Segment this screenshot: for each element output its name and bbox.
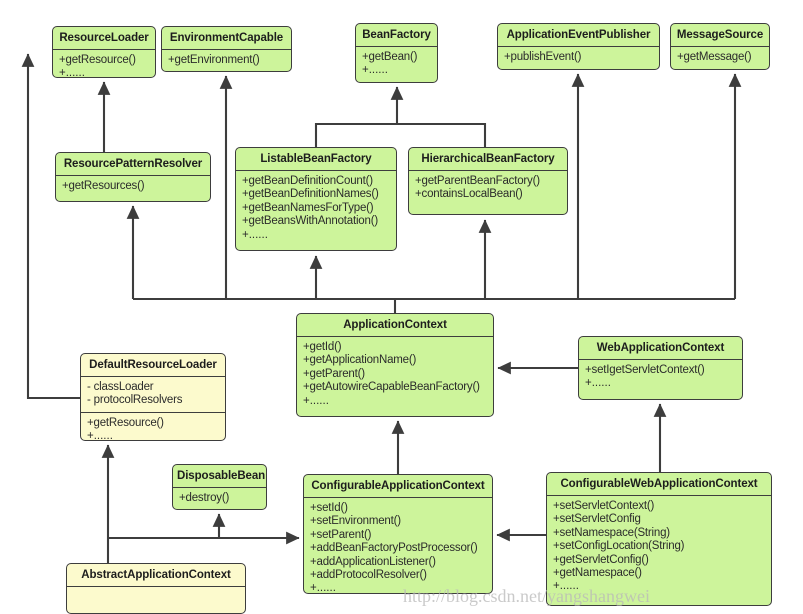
member-line: +getResource() bbox=[59, 54, 136, 66]
class-members bbox=[67, 587, 245, 608]
class-title: HierarchicalBeanFactory bbox=[409, 148, 567, 171]
member-line: +...... bbox=[553, 580, 579, 593]
uml-class-abstractapplicationcontext[interactable]: AbstractApplicationContext bbox=[66, 563, 246, 614]
uml-class-disposablebean[interactable]: DisposableBean +destroy() bbox=[172, 464, 267, 510]
member-line: +containsLocalBean() bbox=[415, 188, 523, 201]
member-line: +getResource() bbox=[87, 416, 164, 429]
member-line: +...... bbox=[242, 228, 268, 241]
class-members: +getResource() +...... bbox=[53, 50, 155, 78]
member-line: +setEnvironment() bbox=[310, 515, 401, 528]
member-line: +getMessage() bbox=[677, 51, 752, 63]
edge-abstractapplicationcontext-to-disposablebean bbox=[108, 513, 226, 540]
member-line: +...... bbox=[87, 430, 113, 441]
class-members: +setServletContext() +setServletConfig +… bbox=[547, 496, 771, 598]
member-line: +getBeanDefinitionCount() bbox=[242, 175, 373, 187]
class-members: +getParentBeanFactory() +containsLocalBe… bbox=[409, 171, 567, 206]
uml-class-hierarchicalbeanfactory[interactable]: HierarchicalBeanFactory +getParentBeanFa… bbox=[408, 147, 568, 215]
uml-class-defaultresourceloader[interactable]: DefaultResourceLoader - classLoader - pr… bbox=[80, 353, 226, 441]
class-title: AbstractApplicationContext bbox=[67, 564, 245, 587]
class-title: ApplicationContext bbox=[297, 314, 493, 337]
member-line: +...... bbox=[362, 64, 388, 77]
class-title: MessageSource bbox=[671, 24, 769, 47]
class-members: +publishEvent() bbox=[498, 47, 659, 68]
class-title: DisposableBean bbox=[173, 465, 266, 488]
member-line: +getId() bbox=[303, 341, 342, 353]
member-line: +setConfigLocation(String) bbox=[553, 540, 685, 553]
uml-class-resourcepatternresolver[interactable]: ResourcePatternResolver +getResources() bbox=[55, 152, 211, 202]
member-line: +getBean() bbox=[362, 51, 418, 63]
class-members: +getResource() +...... bbox=[81, 411, 225, 441]
class-title: DefaultResourceLoader bbox=[81, 354, 225, 377]
class-title: ConfigurableWebApplicationContext bbox=[547, 473, 771, 496]
member-line: +setId() bbox=[310, 502, 348, 514]
member-line: +...... bbox=[303, 394, 329, 407]
member-line: +getAutowireCapableBeanFactory() bbox=[303, 381, 480, 394]
member-line: +addBeanFactoryPostProcessor() bbox=[310, 542, 478, 555]
edge-defaultresourceloader-to-resourceloader bbox=[21, 53, 80, 400]
uml-class-messagesource[interactable]: MessageSource +getMessage() bbox=[670, 23, 770, 70]
class-title: ResourceLoader bbox=[53, 27, 155, 50]
member-line: +setServletContext() bbox=[553, 500, 655, 512]
member-line: +getBeanDefinitionNames() bbox=[242, 188, 379, 201]
class-members: +getBean() +...... bbox=[356, 47, 437, 82]
class-members: +setIgetServletContext() +...... bbox=[579, 360, 742, 395]
uml-class-configurableapplicationcontext[interactable]: ConfigurableApplicationContext +setId() … bbox=[303, 474, 493, 594]
edge-hierarchicalbeanfactory-to-beanfactory bbox=[397, 122, 487, 147]
class-title: ResourcePatternResolver bbox=[56, 153, 210, 176]
member-line: +...... bbox=[585, 377, 611, 390]
class-members: +getBeanDefinitionCount() +getBeanDefini… bbox=[236, 171, 396, 246]
member-line: +getServletConfig() bbox=[553, 553, 649, 566]
member-line: +addApplicationListener() bbox=[310, 555, 436, 568]
member-line: +getEnvironment() bbox=[168, 54, 260, 66]
uml-class-webapplicationcontext[interactable]: WebApplicationContext +setIgetServletCon… bbox=[578, 336, 743, 400]
class-members: +getMessage() bbox=[671, 47, 769, 68]
uml-class-applicationcontext[interactable]: ApplicationContext +getId() +getApplicat… bbox=[296, 313, 494, 417]
attribute-line: - protocolResolvers bbox=[87, 394, 183, 407]
member-line: +getParentBeanFactory() bbox=[415, 175, 540, 187]
member-line: +setParent() bbox=[310, 528, 372, 541]
uml-class-configurablewebapplicationcontext[interactable]: ConfigurableWebApplicationContext +setSe… bbox=[546, 472, 772, 606]
member-line: +...... bbox=[59, 67, 85, 78]
member-line: +getParent() bbox=[303, 367, 365, 380]
member-line: +getApplicationName() bbox=[303, 354, 417, 367]
class-members: +getId() +getApplicationName() +getParen… bbox=[297, 337, 493, 412]
member-line: +setServletConfig bbox=[553, 513, 641, 526]
class-title: BeanFactory bbox=[356, 24, 437, 47]
class-title: WebApplicationContext bbox=[579, 337, 742, 360]
uml-class-beanfactory[interactable]: BeanFactory +getBean() +...... bbox=[355, 23, 438, 83]
class-attributes: - classLoader - protocolResolvers bbox=[81, 377, 225, 412]
class-title: ConfigurableApplicationContext bbox=[304, 475, 492, 498]
class-title: EnvironmentCapable bbox=[162, 27, 291, 50]
class-title: ApplicationEventPublisher bbox=[498, 24, 659, 47]
edge-listablebeanfactory-to-beanfactory bbox=[314, 86, 404, 147]
member-line: +destroy() bbox=[179, 492, 230, 504]
class-members: +getResources() bbox=[56, 176, 210, 197]
uml-class-listablebeanfactory[interactable]: ListableBeanFactory +getBeanDefinitionCo… bbox=[235, 147, 397, 251]
uml-class-applicationeventpublisher[interactable]: ApplicationEventPublisher +publishEvent(… bbox=[497, 23, 660, 70]
member-line: +getResources() bbox=[62, 180, 145, 192]
member-line: +getBeansWithAnnotation() bbox=[242, 215, 378, 228]
member-line: +getNamespace() bbox=[553, 567, 642, 580]
member-line bbox=[73, 591, 239, 604]
uml-class-environmentcapable[interactable]: EnvironmentCapable +getEnvironment() bbox=[161, 26, 292, 72]
member-line: +setNamespace(String) bbox=[553, 526, 670, 539]
attribute-line: - classLoader bbox=[87, 381, 154, 393]
class-members: +destroy() bbox=[173, 488, 266, 509]
class-members: +setId() +setEnvironment() +setParent() … bbox=[304, 498, 492, 594]
uml-class-resourceloader[interactable]: ResourceLoader +getResource() +...... bbox=[52, 26, 156, 78]
class-title: ListableBeanFactory bbox=[236, 148, 396, 171]
member-line: +getBeanNamesForType() bbox=[242, 201, 374, 214]
member-line: +addProtocolResolver() bbox=[310, 569, 427, 582]
member-line: +...... bbox=[310, 582, 336, 594]
edge-applicationcontext-bus bbox=[133, 297, 397, 313]
member-line: +publishEvent() bbox=[504, 51, 582, 63]
class-members: +getEnvironment() bbox=[162, 50, 291, 71]
member-line: +setIgetServletContext() bbox=[585, 364, 705, 376]
